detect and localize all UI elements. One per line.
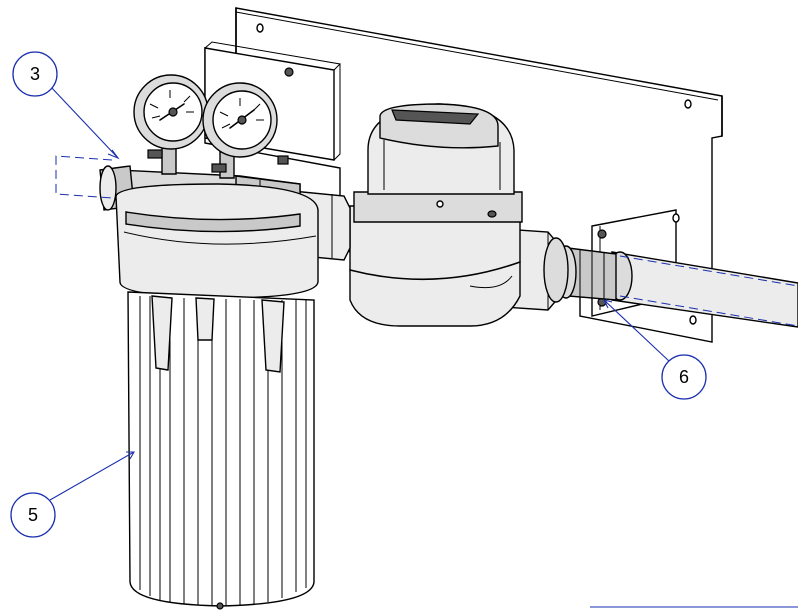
pressure-gauge-right xyxy=(202,82,278,158)
callout-5: 5 xyxy=(10,451,135,538)
callout-label: 3 xyxy=(30,64,40,84)
pressure-gauge-left xyxy=(133,74,209,150)
filter-housing-sump xyxy=(115,183,319,610)
callout-6: 6 xyxy=(602,299,707,400)
callout-3: 3 xyxy=(12,51,120,160)
water-meter xyxy=(349,103,523,327)
callout-label: 5 xyxy=(28,505,38,525)
callout-label: 6 xyxy=(679,367,689,387)
centerlines xyxy=(55,155,798,608)
